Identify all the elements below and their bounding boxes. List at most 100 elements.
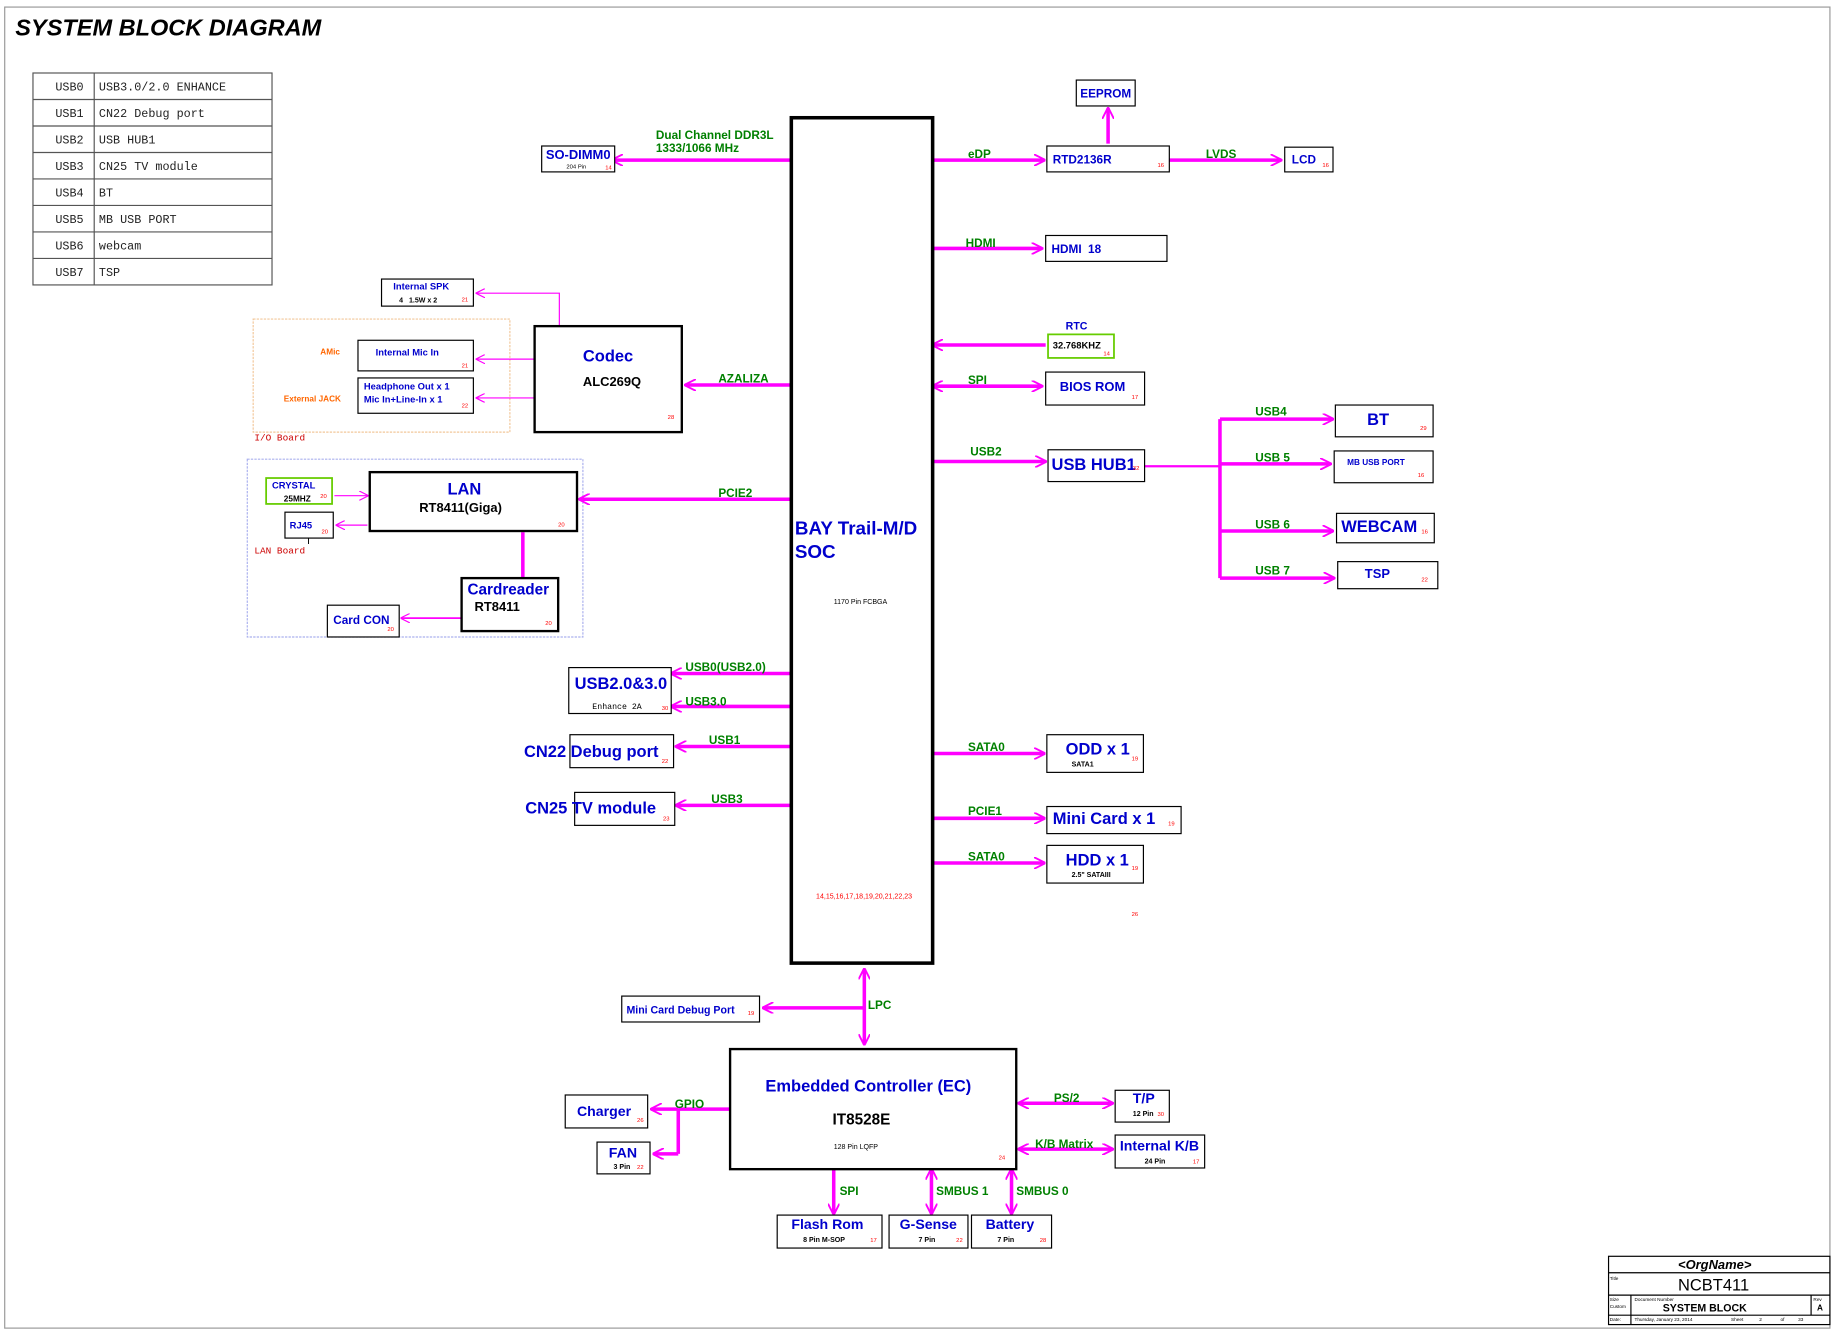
tsp-block[interactable]: TSP 22 bbox=[1337, 561, 1439, 590]
ec-sub: IT8528E bbox=[833, 1111, 891, 1128]
cn25-block[interactable]: CN25 TV module 23 bbox=[525, 791, 676, 826]
usb-table-port: USB1 bbox=[55, 107, 83, 121]
hdd-sub: 2.5" SATAIII bbox=[1072, 872, 1111, 879]
flash-rom-label: Flash Rom bbox=[791, 1216, 863, 1232]
title-block bbox=[1607, 1255, 1831, 1326]
bios-rom-block[interactable]: BIOS ROM 17 bbox=[1045, 371, 1146, 406]
cn22-label: CN22 Debug port bbox=[524, 743, 659, 761]
bus-label-lvds: LVDS bbox=[1206, 148, 1237, 161]
bt-page: 29 bbox=[1420, 426, 1427, 432]
bus-label-usb6: USB 6 bbox=[1255, 519, 1290, 532]
bus-label-ddr: Dual Channel DDR3L bbox=[656, 129, 774, 142]
title-block-doc-label: Document Number bbox=[1634, 1297, 1674, 1302]
internal-spk-block[interactable]: Internal SPK 4 1.5W x 2 21 bbox=[380, 278, 474, 307]
usb-table-port: USB3 bbox=[55, 160, 83, 174]
bus-label-hdmi: HDMI bbox=[966, 237, 996, 250]
so-dimm-block[interactable]: SO-DIMM0 204 Pin 14 bbox=[541, 145, 616, 173]
charger-block[interactable]: Charger 26 bbox=[564, 1094, 649, 1129]
lan-sub: RT8411(Giga) bbox=[419, 500, 502, 515]
usb-table-port: USB4 bbox=[55, 187, 83, 201]
codec-block[interactable]: Codec ALC269Q 28 bbox=[533, 324, 683, 434]
rtd2136r-page: 16 bbox=[1158, 163, 1165, 169]
bus-label-pcie2: PCIE2 bbox=[718, 487, 752, 500]
bus-label-usb0: USB0(USB2.0) bbox=[685, 661, 766, 674]
card-con-block[interactable]: Card CON 20 bbox=[326, 604, 400, 638]
internal-spk-sub: 4 1.5W x 2 bbox=[399, 298, 437, 305]
cn22-block[interactable]: CN22 Debug port 22 bbox=[524, 734, 675, 769]
flash-rom-sub: 8 Pin M-SOP bbox=[803, 1237, 845, 1244]
usb-hub-block[interactable]: USB HUB1 32 bbox=[1047, 449, 1146, 483]
g-sense-page: 22 bbox=[956, 1238, 963, 1244]
usb-combo-block[interactable]: USB2.0&3.0 Enhance 2A 30 bbox=[568, 667, 672, 715]
page-title: SYSTEM BLOCK DIAGRAM bbox=[15, 14, 322, 40]
rtc-crystal-block[interactable]: 32.768KHZ 14 bbox=[1047, 333, 1115, 359]
lcd-block[interactable]: LCD 16 bbox=[1284, 146, 1334, 173]
eeprom-label: EEPROM bbox=[1080, 88, 1131, 101]
fan-label: FAN bbox=[609, 1144, 637, 1160]
lan-block[interactable]: LAN RT8411(Giga) 20 bbox=[368, 470, 579, 533]
rtd2136r-block[interactable]: RTD2136R 16 bbox=[1046, 145, 1170, 173]
hdmi-label: HDMI bbox=[1052, 243, 1082, 256]
bus-label-sata-hdd: SATA0 bbox=[968, 851, 1005, 864]
fan-block[interactable]: FAN 3 Pin 22 bbox=[596, 1141, 651, 1175]
so-dimm-page: 14 bbox=[605, 166, 612, 172]
hdd-block[interactable]: HDD x 1 2.5" SATAIII 19 bbox=[1046, 844, 1145, 884]
headphone-label-1: Headphone Out x 1 bbox=[364, 381, 450, 392]
bus-label-spi: SPI bbox=[968, 374, 987, 387]
internal-kb-block[interactable]: Internal K/B 24 Pin 17 bbox=[1114, 1134, 1206, 1169]
battery-sub: 7 Pin bbox=[997, 1237, 1014, 1244]
bios-rom-label: BIOS ROM bbox=[1060, 379, 1125, 394]
g-sense-block[interactable]: G-Sense 7 Pin 22 bbox=[888, 1214, 969, 1249]
fan-sub: 3 Pin bbox=[614, 1164, 631, 1171]
usb-table-port: USB5 bbox=[55, 213, 83, 227]
soc-block[interactable]: BAY Trail-M/D SOC 1170 Pin FCBGA 14,15,1… bbox=[789, 115, 935, 965]
usb-table-desc: USB HUB1 bbox=[99, 134, 155, 148]
bios-rom-page: 17 bbox=[1132, 395, 1139, 401]
odd-page: 19 bbox=[1132, 757, 1139, 763]
usb-table-desc: MB USB PORT bbox=[99, 213, 177, 227]
lan-crystal-page: 20 bbox=[320, 494, 327, 500]
title-block-sheet-label: Sheet bbox=[1731, 1317, 1744, 1322]
bus-label-edp: eDP bbox=[968, 148, 991, 161]
cardreader-block[interactable]: Cardreader RT8411 20 bbox=[460, 576, 560, 633]
soc-name-1: BAY Trail-M/D bbox=[795, 518, 917, 539]
internal-mic-page: 21 bbox=[462, 363, 469, 369]
cn22-page: 22 bbox=[662, 759, 669, 765]
bus-label-smbus1: SMBUS 1 bbox=[936, 1185, 989, 1198]
mini-card-block[interactable]: Mini Card x 1 19 bbox=[1046, 805, 1182, 835]
battery-block[interactable]: Battery 7 Pin 28 bbox=[970, 1214, 1053, 1249]
bus-label-pcie1: PCIE1 bbox=[968, 805, 1002, 818]
title-block-title-label: Title bbox=[1610, 1276, 1619, 1281]
ec-block[interactable]: Embedded Controller (EC) IT8528E 128 Pin… bbox=[728, 1047, 1018, 1171]
bt-block[interactable]: BT 29 bbox=[1334, 404, 1434, 438]
card-con-page: 20 bbox=[387, 627, 394, 633]
headphone-block[interactable]: Headphone Out x 1 Mic In+Line-In x 1 22 bbox=[357, 377, 474, 414]
stray-page-ref: 26 bbox=[1132, 912, 1139, 918]
title-block-rev-label: Rev bbox=[1813, 1297, 1822, 1302]
so-dimm-label: SO-DIMM0 bbox=[546, 147, 611, 162]
tp-block[interactable]: T/P 12 Pin 30 bbox=[1114, 1089, 1170, 1123]
bus-labels: Dual Channel DDR3L 1333/1066 MHz eDP LVD… bbox=[656, 129, 1290, 1198]
usb-table-desc: CN25 TV module bbox=[99, 160, 198, 174]
usb-table-port: USB0 bbox=[55, 81, 83, 95]
codec-sub: ALC269Q bbox=[583, 374, 641, 389]
hdmi-page: 18 bbox=[1088, 243, 1102, 256]
bus-label-sata-odd: SATA0 bbox=[968, 741, 1005, 754]
usb-combo-label: USB2.0&3.0 bbox=[575, 675, 667, 693]
odd-block[interactable]: ODD x 1 SATA1 19 bbox=[1046, 734, 1145, 773]
title-block-sheet-value: 2 bbox=[1759, 1317, 1762, 1322]
so-dimm-pins: 204 Pin bbox=[566, 164, 586, 170]
hdd-page: 19 bbox=[1132, 866, 1139, 872]
rj45-block[interactable]: RJ45 20 bbox=[284, 511, 334, 539]
lan-crystal-block[interactable]: CRYSTAL 25MHZ 20 bbox=[265, 477, 333, 505]
internal-mic-block[interactable]: Internal Mic In 21 bbox=[357, 339, 474, 372]
flash-rom-block[interactable]: Flash Rom 8 Pin M-SOP 17 bbox=[776, 1214, 883, 1249]
webcam-block[interactable]: WEBCAM 16 bbox=[1335, 512, 1435, 544]
mb-usb-port-block[interactable]: MB USB PORT 16 bbox=[1333, 450, 1434, 484]
mini-card-debug-block[interactable]: Mini Card Debug Port 19 bbox=[621, 995, 761, 1023]
eeprom-block[interactable]: EEPROM bbox=[1075, 79, 1136, 107]
mini-card-debug-label: Mini Card Debug Port bbox=[626, 1005, 735, 1017]
hdmi-block[interactable]: HDMI 18 bbox=[1045, 234, 1168, 262]
g-sense-sub: 7 Pin bbox=[918, 1237, 935, 1244]
